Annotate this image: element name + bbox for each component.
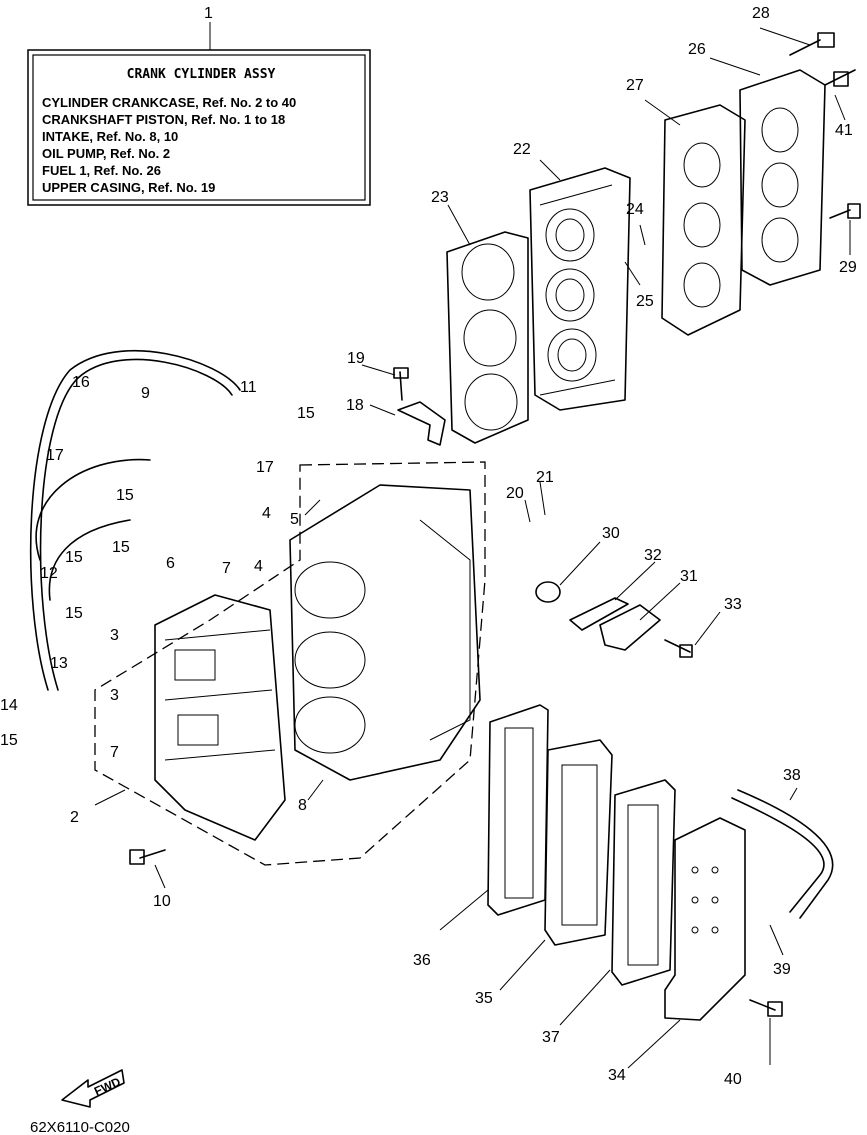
callout-label: 1	[204, 5, 213, 22]
exhaust-cover-inner	[544, 739, 613, 946]
callout-label: 15	[112, 539, 130, 556]
thermostat	[535, 581, 561, 603]
callout-label: 29	[839, 259, 857, 276]
callout-label: 2	[70, 809, 79, 826]
info-box-line: FUEL 1, Ref. No. 26	[42, 163, 161, 178]
callout-label: 4	[262, 505, 271, 522]
callout-label: 34	[608, 1067, 626, 1084]
callout-label: 13	[50, 655, 68, 672]
callout-label: 33	[724, 596, 742, 613]
callout-label: 18	[346, 397, 364, 414]
callout-label: 39	[773, 961, 791, 978]
callout-label: 9	[141, 385, 150, 402]
callout-label: 7	[222, 560, 231, 577]
callout-label: 3	[110, 687, 119, 704]
info-box-line: CRANKSHAFT PISTON, Ref. No. 1 to 18	[42, 112, 285, 127]
callout-label: 15	[65, 605, 83, 622]
bolt	[129, 849, 166, 865]
bolt	[829, 203, 861, 219]
callout-label: 30	[602, 525, 620, 542]
callout-labels: 1 2 3 3 3 4 4 5 6 7 7 7 8 9 10 11 12 13 …	[0, 5, 857, 1088]
callout-label: 4	[254, 558, 263, 575]
callout-label: 26	[688, 41, 706, 58]
callout-label: 19	[347, 350, 365, 367]
callout-label: 15	[116, 487, 134, 504]
callout-label: 20	[506, 485, 524, 502]
info-box: CRANK CYLINDER ASSY CYLINDER CRANKCASE, …	[27, 22, 371, 206]
callout-label: 41	[835, 122, 853, 139]
callout-label: 17	[256, 459, 274, 476]
callout-label: 16	[72, 374, 90, 391]
thermostat-gasket	[569, 597, 629, 631]
callout-label: 15	[297, 405, 315, 422]
callout-label: 35	[475, 990, 493, 1007]
drawing-code: 62X6110-C020	[30, 1119, 130, 1135]
exhaust-cover-gasket	[611, 779, 676, 986]
spark-plug	[824, 69, 856, 87]
cylinder-head-gasket	[446, 231, 529, 444]
callout-label: 5	[290, 511, 299, 528]
callout-label: 8	[298, 797, 307, 814]
forward-arrow-icon: FWD	[61, 1069, 125, 1108]
thermostat-cover	[599, 604, 661, 651]
cylinder-block	[289, 484, 481, 781]
bolt	[749, 999, 783, 1017]
bolt	[393, 367, 409, 401]
callout-label: 10	[153, 893, 171, 910]
bolt	[664, 639, 693, 658]
callout-label: 28	[752, 5, 770, 22]
exhaust-gasket	[487, 704, 549, 916]
callout-label: 32	[644, 547, 662, 564]
callout-label: 31	[680, 568, 698, 585]
info-box-title: CRANK CYLINDER ASSY	[127, 67, 276, 82]
callout-label: 23	[431, 189, 449, 206]
hose	[731, 789, 834, 919]
head-cover-gasket	[661, 104, 746, 336]
info-box-line: UPPER CASING, Ref. No. 19	[42, 180, 215, 195]
callout-label: 21	[536, 469, 554, 486]
callout-label: 15	[0, 732, 18, 749]
callout-label: 22	[513, 141, 531, 158]
exhaust-outer-cover	[664, 817, 746, 1021]
callout-label: 25	[636, 293, 654, 310]
head-cover	[739, 69, 826, 286]
info-box-line: CYLINDER CRANKCASE, Ref. No. 2 to 40	[42, 95, 296, 110]
fwd-label: FWD	[92, 1074, 123, 1098]
crankcase-half	[154, 594, 286, 841]
callout-label: 3	[110, 627, 119, 644]
callout-label: 12	[40, 565, 58, 582]
callout-label: 11	[240, 379, 257, 396]
callout-label: 36	[413, 952, 431, 969]
callout-label: 14	[0, 697, 18, 714]
callout-label: 7	[110, 744, 119, 761]
leader-lines	[94, 27, 851, 1069]
info-box-line: OIL PUMP, Ref. No. 2	[42, 146, 170, 161]
callout-label: 6	[166, 555, 175, 572]
bolt	[789, 32, 835, 56]
clamp	[397, 401, 446, 446]
callout-label: 37	[542, 1029, 560, 1046]
callout-label: 17	[46, 447, 64, 464]
callout-label: 38	[783, 767, 801, 784]
callout-label: 40	[724, 1071, 742, 1088]
callout-label: 15	[65, 549, 83, 566]
assembly-outline	[94, 461, 486, 866]
callout-label: 27	[626, 77, 644, 94]
cylinder-head	[529, 167, 631, 411]
info-box-line: INTAKE, Ref. No. 8, 10	[42, 129, 178, 144]
hose	[29, 349, 241, 691]
callout-label: 24	[626, 201, 644, 218]
